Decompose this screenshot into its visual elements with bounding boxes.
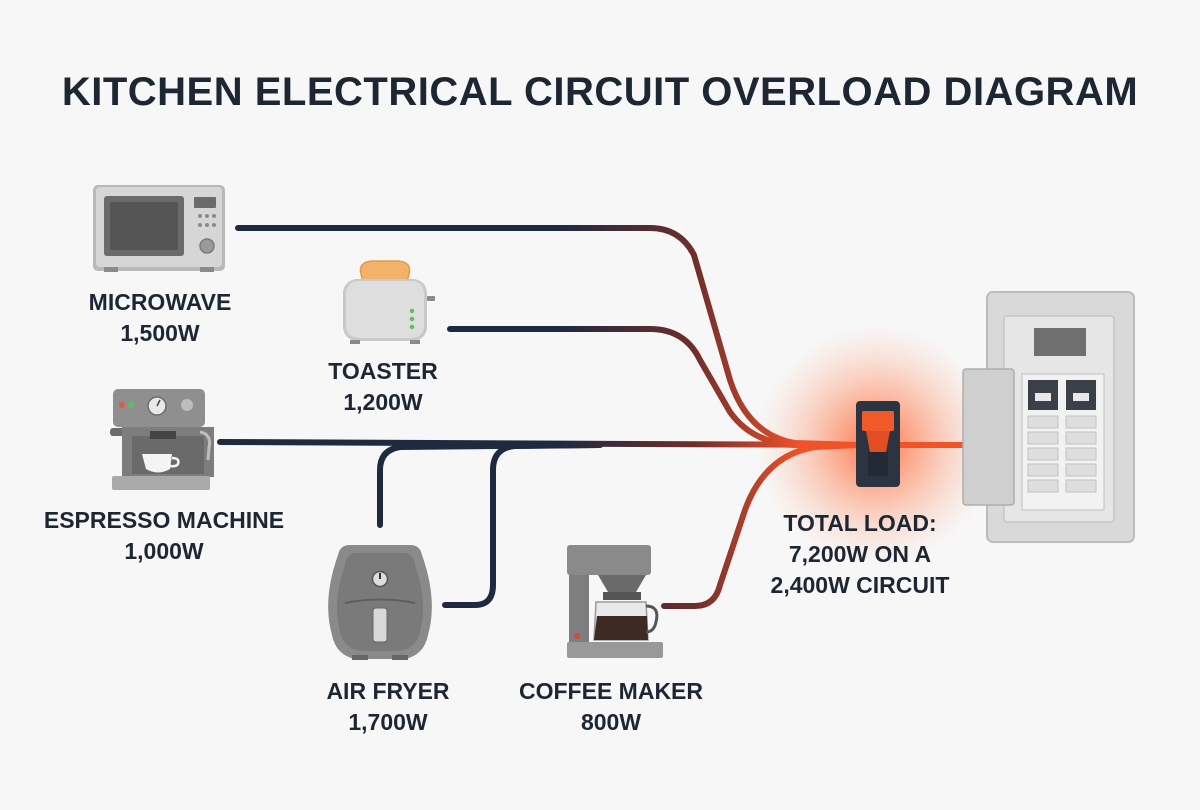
appliance-watts: 1,700W <box>348 709 428 735</box>
appliance-name: TOASTER <box>328 358 438 384</box>
wires <box>217 225 863 609</box>
total-load-line-2: 7,200W ON A <box>788 541 932 567</box>
microwave-icon <box>93 185 225 272</box>
toaster-icon <box>343 260 435 344</box>
label-microwave: MICROWAVE 1,500W <box>10 287 310 349</box>
appliance-watts: 800W <box>580 709 642 735</box>
wire-coffee-maker <box>661 442 863 609</box>
label-espresso-machine: ESPRESSO MACHINE 1,000W <box>14 505 314 567</box>
air-fryer-icon <box>328 545 432 660</box>
page-title: KITCHEN ELECTRICAL CIRCUIT OVERLOAD DIAG… <box>61 70 1139 114</box>
total-load-line-3: 2,400W CIRCUIT <box>770 572 950 598</box>
espresso-machine-icon <box>110 389 214 490</box>
total-load-label: TOTAL LOAD: 7,200W ON A 2,400W CIRCUIT <box>720 508 1000 601</box>
label-coffee-maker: COFFEE MAKER 800W <box>461 676 761 738</box>
wire-microwave <box>235 225 863 448</box>
appliance-name: ESPRESSO MACHINE <box>43 507 285 533</box>
coffee-maker-icon <box>567 545 663 658</box>
electrical-panel-icon <box>962 291 1135 543</box>
appliance-watts: 1,200W <box>343 389 423 415</box>
appliance-name: AIR FRYER <box>326 678 450 704</box>
appliance-name: MICROWAVE <box>88 289 232 315</box>
label-air-fryer: AIR FRYER 1,700W <box>238 676 538 738</box>
label-toaster: TOASTER 1,200W <box>233 356 533 418</box>
appliance-name: COFFEE MAKER <box>519 678 703 704</box>
wire-air-fryer <box>377 442 603 528</box>
total-load-line-1: TOTAL LOAD: <box>783 510 937 536</box>
appliance-watts: 1,500W <box>120 320 200 346</box>
breaker-switch-icon <box>856 401 900 487</box>
appliance-watts: 1,000W <box>124 538 204 564</box>
wire-coffee-stub <box>442 442 603 608</box>
